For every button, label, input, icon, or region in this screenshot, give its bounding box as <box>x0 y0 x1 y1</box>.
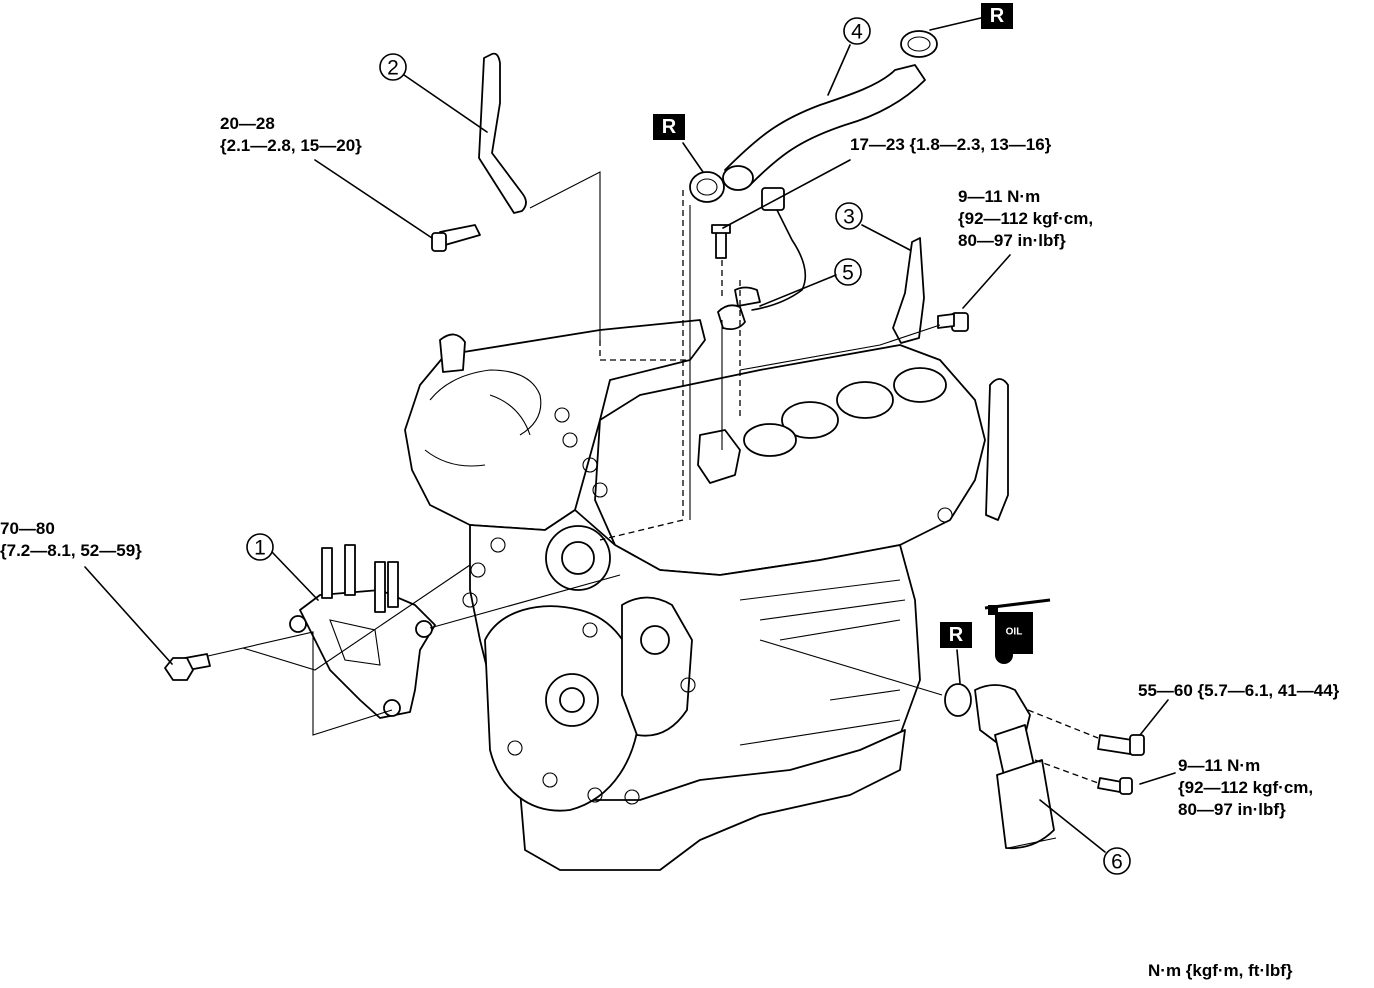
torque-units-note: N·m {kgf·m, ft·lbf} <box>1148 961 1293 980</box>
replace-badge-label: R <box>949 624 964 646</box>
replace-badge-label: R <box>990 5 1005 27</box>
callout-5: 5 <box>834 258 862 286</box>
torque-spec-bolt-5: 17—23 {1.8—2.3, 13—16} <box>850 134 1051 156</box>
callout-3-label: 3 <box>843 206 855 229</box>
leader-lines <box>84 16 1176 853</box>
torque-line: 20—28 <box>220 114 275 133</box>
callout-2: 2 <box>379 53 407 81</box>
callout-5-label: 5 <box>842 262 854 285</box>
torque-line: 17—23 {1.8—2.3, 13—16} <box>850 135 1052 154</box>
torque-spec-bolt-1: 70—80 {7.2—8.1, 52—59} <box>0 518 142 562</box>
torque-line: 80—97 in·lbf} <box>1178 800 1286 819</box>
torque-line: 70—80 <box>0 519 55 538</box>
torque-spec-bolt-2: 20—28 {2.1—2.8, 15—20} <box>220 113 362 157</box>
torque-spec-bolt-3: 9—11 N·m {92—112 kgf·cm, 80—97 in·lbf} <box>958 186 1093 252</box>
engine-mount-part-1 <box>164 544 436 719</box>
callout-1-label: 1 <box>254 537 266 560</box>
engine-block <box>404 319 1009 871</box>
replace-part-badge: R <box>981 3 1013 29</box>
callout-3: 3 <box>835 202 863 230</box>
oil-filter-part-6 <box>944 683 1145 850</box>
callout-2-label: 2 <box>387 57 399 80</box>
bracket-part-3 <box>892 237 969 344</box>
torque-line: 55—60 {5.7—6.1, 41—44} <box>1138 681 1340 700</box>
replace-part-badge: R <box>940 622 972 648</box>
torque-line: {7.2—8.1, 52—59} <box>0 541 142 560</box>
apply-oil-icon: OIL <box>984 598 1051 664</box>
torque-line: 9—11 N·m <box>1178 756 1261 775</box>
callout-6: 6 <box>1103 847 1131 875</box>
oil-icon-label: OIL <box>1006 627 1023 638</box>
dipstick-tube-part-2 <box>431 52 527 252</box>
replace-part-badge: R <box>653 114 685 140</box>
torque-line: 80—97 in·lbf} <box>958 231 1066 250</box>
callout-6-label: 6 <box>1111 851 1123 874</box>
torque-spec-bolt-6-upper: 55—60 {5.7—6.1, 41—44} <box>1138 680 1339 702</box>
callout-4-label: 4 <box>851 21 863 44</box>
torque-spec-bolt-6-lower: 9—11 N·m {92—112 kgf·cm, 80—97 in·lbf} <box>1178 755 1313 821</box>
callout-4: 4 <box>843 17 871 45</box>
replace-badge-label: R <box>662 116 677 138</box>
torque-line: {92—112 kgf·cm, <box>1178 778 1314 797</box>
torque-line: {2.1—2.8, 15—20} <box>220 136 362 155</box>
torque-line: 9—11 N·m <box>958 187 1041 206</box>
water-hose-part-4 <box>689 30 938 203</box>
callout-1: 1 <box>246 533 274 561</box>
torque-line: {92—112 kgf·cm, <box>958 209 1094 228</box>
